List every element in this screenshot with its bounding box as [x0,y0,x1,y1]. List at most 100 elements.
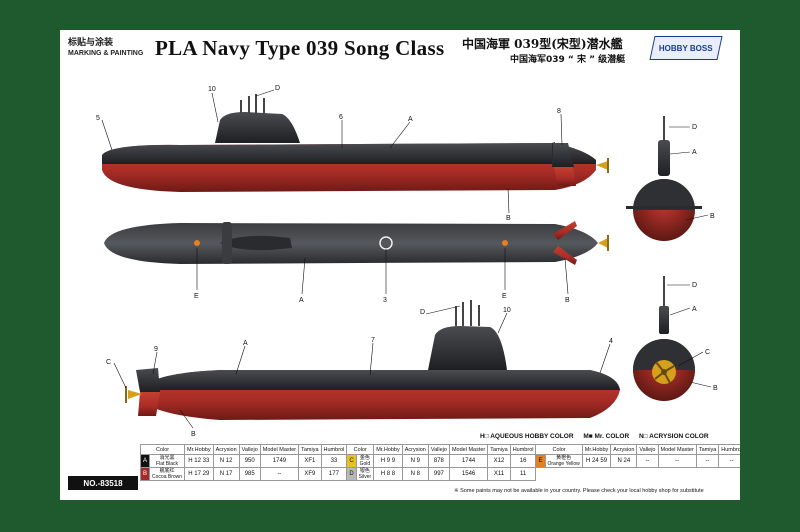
title-cn-traditional: 中国海軍 039型(宋型)潜水艦 [462,37,623,51]
code-e-vallejo: -- [636,454,659,468]
callout-7: 7 [371,337,375,344]
th-acrysion-2: Acrysion [401,444,429,455]
code-d-hobby: H 8 8 [373,467,403,481]
code-b-vallejo: 985 [238,467,261,481]
callout-3: 3 [383,297,387,304]
callout-5: 5 [96,115,100,122]
callout-e-top-left: E [194,293,199,300]
side-view-port [125,300,620,420]
code-e-hobby: H 24 59 [581,454,612,468]
code-d-tamiya: X11 [487,467,511,481]
callout-d-side2: D [420,309,425,316]
th-humbrol-1: Humbrol [320,444,348,455]
callout-a-top: A [299,297,304,304]
code-d-acrysion: N 8 [401,467,429,481]
color-table: Color Mr.Hobby Acrysion Vallejo Model Ma… [139,444,741,481]
callout-c-rear: C [705,349,710,356]
paint-legend: H□ AQUEOUS HOBBY COLOR M■ Mr. COLOR N□ A… [480,433,709,440]
code-d-vallejo: 997 [427,467,450,481]
callout-a-front: A [692,149,697,156]
th-acrysion-1: Acrysion [212,444,240,455]
legend-mr-color: Mr. COLOR [594,433,630,440]
code-a-tamiya: XF1 [298,454,322,468]
th-vallejo-1: Vallejo [238,444,261,455]
section-heading: 标贴与涂装 MARKING & PAINTING [68,36,143,60]
th-vallejo-3: Vallejo [636,444,659,455]
code-b-acrysion: N 17 [212,467,240,481]
page-title: PLA Navy Type 039 Song Class [155,36,445,60]
th-mm-3: Model Master [657,444,697,455]
code-b-humbrol: 177 [320,467,348,481]
code-c-mm: 1744 [448,454,489,468]
callout-d-top: D [275,85,280,92]
code-a-mm: 1749 [259,454,300,468]
code-a-humbrol: 33 [320,454,348,468]
submarine-drawings: 10 D 5 6 A 8 B E A 3 E B D 10 C 9 A 7 4 … [96,85,718,438]
callout-b-side2: B [191,431,196,438]
code-e-acrysion: N 24 [610,454,638,468]
title-cn-simplified: 中国海军039 “ 宋 ” 级潜艇 [510,55,626,65]
legend-h-key: H [480,433,485,440]
th-mm-1: Model Master [259,444,300,455]
instruction-sheet: 标贴与涂装 MARKING & PAINTING PLA Navy Type 0… [60,30,740,500]
code-c-tamiya: X12 [487,454,511,468]
th-mrhobby-3: Mr.Hobby [581,444,612,455]
callout-d-front: D [692,124,697,131]
front-view [626,116,702,241]
callout-labels: 10 D 5 6 A 8 B E A 3 E B D 10 C 9 A 7 4 … [96,85,718,438]
color-name-d-cn: 银色 [359,468,370,474]
code-b-hobby: H 17 29 [184,467,214,481]
code-e-mm: -- [657,454,697,468]
color-name-a-cn: 消光黑 [159,455,175,461]
callout-10-side2: 10 [503,307,511,314]
th-tamiya-3: Tamiya [695,444,720,455]
kit-number: NO.-83518 [68,476,138,490]
callout-c-side2: C [106,359,111,366]
th-humbrol-3: Humbrol [718,444,740,455]
callout-d-rear: D [692,282,697,289]
th-color-2: Color [346,444,375,455]
code-b-tamiya: XF9 [298,467,322,481]
callout-b-rear: B [713,385,718,392]
th-mrhobby-1: Mr.Hobby [184,444,214,455]
code-d-mm: 1546 [448,467,489,481]
footnote: ※ Some paints may not be available in yo… [454,488,704,494]
th-tamiya-1: Tamiya [298,444,322,455]
code-b-mm: -- [259,467,300,481]
code-a-hobby: H 12 33 [184,454,214,468]
legend-acrysion: ACRYSION COLOR [649,433,709,440]
color-name-b-cn: 舰底红 [159,468,175,474]
top-view [104,221,609,265]
code-e-humbrol: -- [718,454,740,468]
color-name-d-en: Silver [358,474,372,480]
swatch-a: A [139,454,151,468]
th-vallejo-2: Vallejo [427,444,450,455]
code-a-vallejo: 950 [238,454,261,468]
swatch-d: D [346,467,357,481]
code-c-vallejo: 878 [427,454,450,468]
callout-10-top: 10 [208,86,216,93]
legend-m-key: M [583,433,589,440]
color-name-c-cn: 金色 [359,455,370,461]
callout-a-side1: A [408,116,413,123]
th-acrysion-3: Acrysion [610,444,638,455]
color-name-b-en: Cocoa Brown [152,474,183,480]
th-mm-2: Model Master [448,444,489,455]
code-c-hobby: H 9 9 [373,454,403,468]
color-name-e-cn: 黄橙色 [556,455,572,461]
callout-b-side1: B [506,215,511,222]
legend-n-key: N [638,433,644,440]
callout-a-side2: A [243,340,248,347]
color-name-a-en: Flat Black [156,461,178,467]
swatch-b: B [139,467,151,481]
section-heading-cn: 标贴与涂装 [68,37,114,47]
legend-aqueous: AQUEOUS HOBBY COLOR [490,433,574,440]
th-mrhobby-2: Mr.Hobby [373,444,403,455]
code-c-acrysion: N 9 [401,454,429,468]
color-name-c-en: Gold [359,461,371,467]
